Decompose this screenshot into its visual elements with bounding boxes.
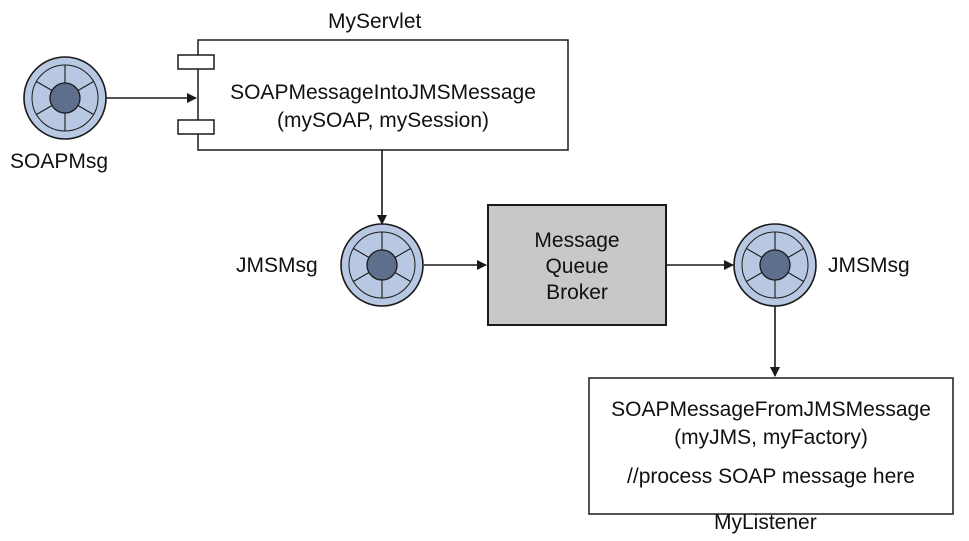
jms-message-right-icon bbox=[733, 223, 817, 307]
listener-method-line1: SOAPMessageFromJMSMessage bbox=[611, 398, 931, 421]
servlet-method-line2: (mySOAP, mySession) bbox=[277, 109, 489, 132]
broker-line2: Queue bbox=[545, 255, 609, 278]
servlet-port-bottom bbox=[177, 119, 215, 135]
soap-message-icon bbox=[23, 56, 107, 140]
servlet-title: MyServlet bbox=[328, 10, 422, 33]
listener-comment: //process SOAP message here bbox=[627, 465, 915, 488]
servlet-method-line1: SOAPMessageIntoJMSMessage bbox=[230, 81, 536, 104]
jms-message-left-icon bbox=[340, 223, 424, 307]
listener-method-line2: (myJMS, myFactory) bbox=[674, 426, 868, 449]
listener-box bbox=[588, 377, 954, 515]
jms-message-right-label: JMSMsg bbox=[828, 254, 910, 277]
broker-line3: Broker bbox=[546, 281, 608, 304]
servlet-port-top bbox=[177, 54, 215, 70]
listener-title: MyListener bbox=[714, 511, 817, 534]
servlet-box bbox=[197, 39, 569, 151]
broker-line1: Message bbox=[534, 229, 620, 252]
jms-message-left-label: JMSMsg bbox=[236, 254, 318, 277]
soap-message-label: SOAPMsg bbox=[10, 150, 109, 173]
